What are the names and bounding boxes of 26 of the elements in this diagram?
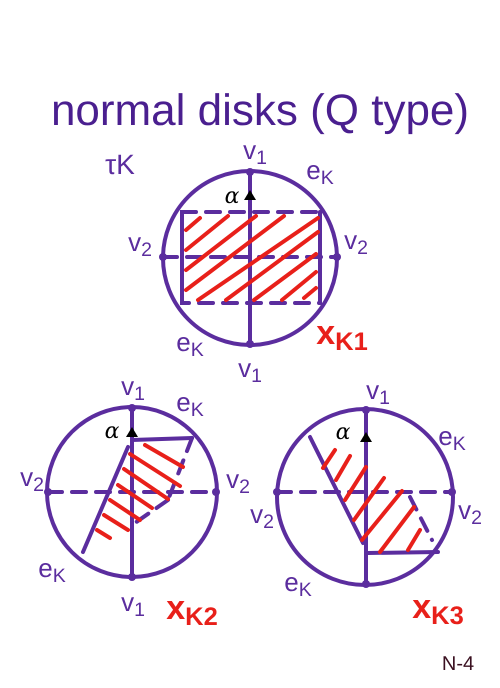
vertex-label: e$_{K}$: [176, 389, 204, 415]
vertex-label: v$_{2}$: [344, 227, 368, 253]
vertex-label: τK: [105, 151, 135, 179]
angle-label: α: [104, 421, 120, 443]
vertex-label: v$_{2}$: [250, 501, 274, 527]
angle-label: α: [336, 422, 350, 444]
vertex-label: e$_{K}$: [38, 555, 66, 581]
title: normal disks (Q type): [50, 85, 470, 137]
vertex-label: e$_{K}$: [306, 157, 334, 183]
vertex-label: v$_{2}$: [128, 229, 152, 255]
vertex-label: v$_{1}$: [366, 377, 390, 403]
vertex-label: v$_{1}$: [238, 355, 262, 381]
region-label: x$_{K2}$: [166, 591, 218, 625]
vertex-label: v$_{1}$: [121, 373, 145, 399]
page-number: N-4: [442, 654, 474, 674]
vertex-label: v$_{2}$: [226, 466, 250, 492]
vertex-label: v$_{2}$: [20, 464, 44, 490]
region-label: x$_{K1}$: [316, 316, 368, 350]
vertex-label: e$_{K}$: [176, 329, 204, 355]
vertex-label: e$_{K}$: [284, 569, 312, 595]
angle-label: α: [224, 186, 240, 208]
vertex-label: e$_{K}$: [438, 423, 466, 449]
vertex-label: v$_{1}$: [243, 137, 267, 163]
region-label: x$_{K3}$: [412, 590, 464, 624]
vertex-label: v$_{1}$: [121, 589, 145, 615]
vertex-label: v$_{2}$: [458, 497, 482, 523]
